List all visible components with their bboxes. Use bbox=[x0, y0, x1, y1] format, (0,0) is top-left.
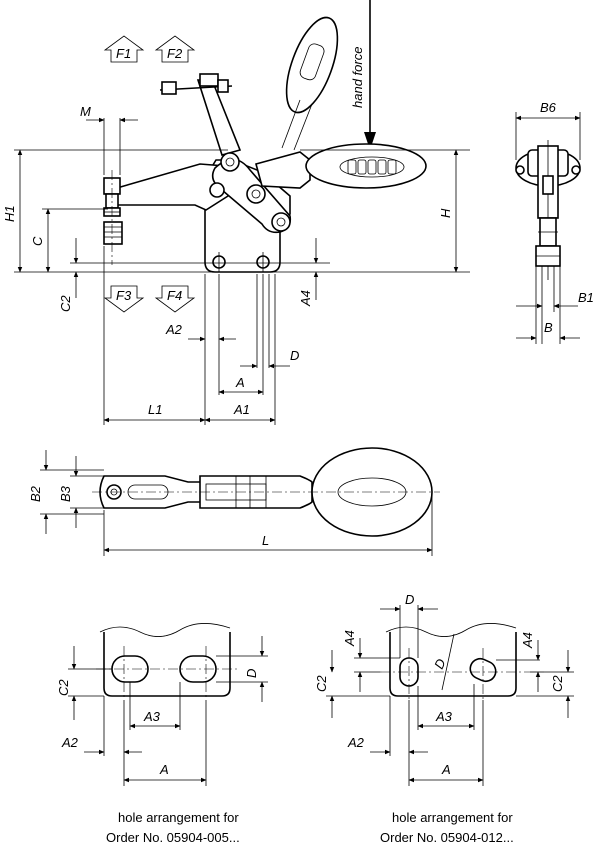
label-h1: H1 bbox=[2, 205, 17, 222]
side-view: F1 F2 F3 F4 hand force bbox=[2, 0, 470, 425]
handle-closed bbox=[255, 143, 427, 189]
force-arrow-f4: F4 bbox=[154, 285, 196, 313]
label-a2-right: A2 bbox=[347, 735, 365, 750]
label-a2-left: A2 bbox=[61, 735, 79, 750]
label-b2: B2 bbox=[28, 485, 43, 502]
handle-open-phantom bbox=[281, 16, 339, 151]
hand-force-arrow bbox=[364, 132, 376, 150]
label-f1: F1 bbox=[116, 46, 131, 61]
label-a-right: A bbox=[441, 762, 451, 777]
force-arrow-f3: F3 bbox=[103, 285, 145, 313]
label-f2: F2 bbox=[167, 46, 183, 61]
label-f3: F3 bbox=[116, 288, 132, 303]
label-h: H bbox=[438, 208, 453, 218]
clamping-spindle bbox=[103, 170, 123, 265]
label-f4: F4 bbox=[167, 288, 182, 303]
label-a-left: A bbox=[159, 762, 169, 777]
label-a2-side: A2 bbox=[165, 322, 183, 337]
label-c2-left: C2 bbox=[56, 679, 71, 696]
force-arrow-f1: F1 bbox=[103, 35, 145, 63]
label-a4-right-right: A4 bbox=[520, 632, 535, 649]
caption-left-line2: Order No. 05904-005... bbox=[106, 830, 240, 845]
label-c2-side: C2 bbox=[58, 295, 73, 312]
label-a-side: A bbox=[235, 375, 245, 390]
spindle-phantom bbox=[159, 73, 242, 156]
label-b: B bbox=[544, 320, 553, 335]
label-d-left: D bbox=[244, 669, 259, 678]
label-l: L bbox=[262, 533, 269, 548]
label-hand-force: hand force bbox=[350, 47, 365, 108]
label-b6: B6 bbox=[540, 100, 557, 115]
label-a4-right-left: A4 bbox=[342, 630, 357, 647]
label-d-right-top: D bbox=[405, 592, 414, 607]
hole-arrangement-left: C2 D A3 A2 A hole arrangement for Order … bbox=[56, 623, 268, 845]
label-c2-right-left: C2 bbox=[314, 675, 329, 692]
label-a3-left: A3 bbox=[143, 709, 161, 724]
label-d-side: D bbox=[290, 348, 299, 363]
top-view: B2 B3 L bbox=[28, 447, 440, 556]
label-c2-right-right: C2 bbox=[550, 675, 565, 692]
caption-right-line2: Order No. 05904-012... bbox=[380, 830, 514, 845]
label-a4-side: A4 bbox=[298, 290, 313, 307]
caption-right-line1: hole arrangement for bbox=[392, 810, 513, 825]
label-b3: B3 bbox=[58, 485, 73, 502]
label-a1: A1 bbox=[233, 402, 250, 417]
label-l1: L1 bbox=[148, 402, 162, 417]
caption-left-line1: hole arrangement for bbox=[118, 810, 239, 825]
force-arrow-f2: F2 bbox=[154, 35, 196, 63]
label-a3-right: A3 bbox=[435, 709, 453, 724]
front-view: B6 B1 B bbox=[515, 100, 594, 344]
label-c: C bbox=[30, 236, 45, 246]
label-b1: B1 bbox=[578, 290, 594, 305]
label-m: M bbox=[80, 104, 91, 119]
hole-arrangement-right: D D A4 C2 A4 C2 A3 A2 bbox=[314, 592, 574, 845]
clamp-body bbox=[109, 152, 292, 273]
